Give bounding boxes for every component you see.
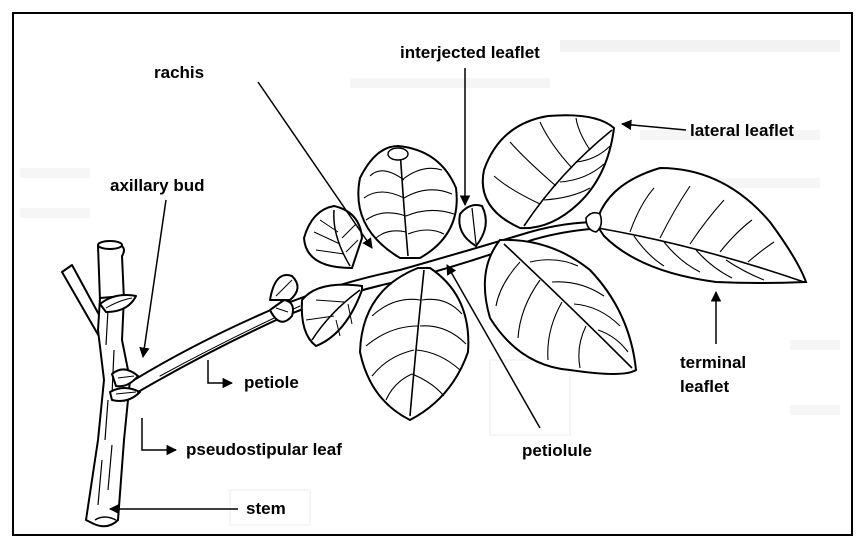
label-petiolule: petiolule bbox=[522, 441, 592, 460]
label-lateral-leaflet: lateral leaflet bbox=[690, 121, 794, 140]
label-terminal-leaflet-line2: leaflet bbox=[680, 377, 729, 396]
label-rachis: rachis bbox=[154, 63, 204, 82]
label-terminal-leaflet-line1: terminal bbox=[680, 353, 746, 372]
label-stem: stem bbox=[246, 499, 286, 518]
label-interjected-leaflet: interjected leaflet bbox=[400, 43, 540, 62]
label-axillary-bud: axillary bud bbox=[110, 176, 204, 195]
label-pseudostipular-leaf: pseudostipular leaf bbox=[186, 440, 342, 459]
label-petiole: petiole bbox=[244, 373, 299, 392]
